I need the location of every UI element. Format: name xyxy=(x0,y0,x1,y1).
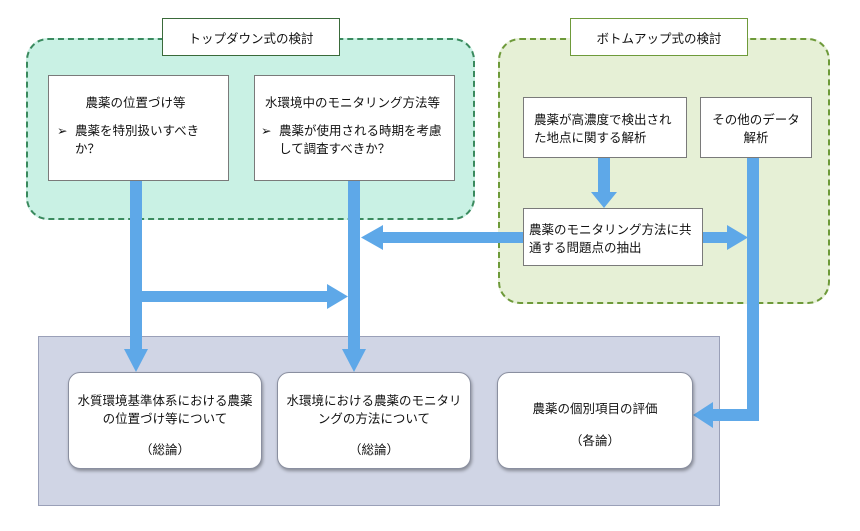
result-position-title: 水質環境基準体系における農薬の位置づけ等について xyxy=(77,393,253,426)
monitoring-method-box-bullet: ➢ 農薬が使用される時期を考慮して調査すべきか？ xyxy=(261,122,444,158)
bullet-arrow-icon: ➢ xyxy=(57,123,68,139)
arrow-left-to-middle xyxy=(142,291,328,302)
arrow-middle-down-head xyxy=(342,349,366,372)
result-monitoring-title: 水環境における農薬のモニタリングの方法について xyxy=(286,393,462,426)
high-concentration-analysis-box: 農薬が高濃度で検出された地点に関する解析 xyxy=(523,97,687,158)
arrow-analysis-down xyxy=(598,157,610,193)
bullet-arrow-icon: ➢ xyxy=(261,123,272,139)
monitoring-method-box: 水環境中のモニタリング方法等 ➢ 農薬が使用される時期を考慮して調査すべきか？ xyxy=(254,75,455,181)
bottom-up-tag: ボトムアップ式の検討 xyxy=(570,18,748,56)
monitoring-method-box-bullet-text: 農薬が使用される時期を考慮して調査すべきか？ xyxy=(279,123,442,157)
arrow-extract-left-head xyxy=(361,225,383,250)
result-position-general: 水質環境基準体系における農薬の位置づけ等について （総論） xyxy=(68,372,262,469)
arrow-extract-right xyxy=(702,232,728,243)
arrow-left-down xyxy=(130,180,142,350)
top-down-tag: トップダウン式の検討 xyxy=(162,18,340,56)
arrow-right-left-head xyxy=(693,402,713,428)
result-individual-items: 農薬の個別項目の評価 （各論） xyxy=(497,372,693,469)
position-box-bullet: ➢ 農薬を特別扱いすべきか？ xyxy=(57,122,214,158)
other-data-analysis-box: その他のデータ解析 xyxy=(700,97,812,158)
result-monitoring-note: （総論） xyxy=(348,442,399,457)
monitoring-method-box-title: 水環境中のモニタリング方法等 xyxy=(264,95,440,110)
result-monitoring-general: 水環境における農薬のモニタリングの方法について （総論） xyxy=(277,372,471,469)
arrow-extract-left xyxy=(382,232,524,243)
position-box-title: 農薬の位置づけ等 xyxy=(85,95,186,110)
arrow-analysis-down-head xyxy=(591,192,617,208)
arrow-right-down xyxy=(747,157,759,421)
position-box: 農薬の位置づけ等 ➢ 農薬を特別扱いすべきか？ xyxy=(48,75,229,181)
result-position-note: （総論） xyxy=(139,442,190,457)
arrow-left-to-middle-head xyxy=(327,284,348,309)
arrow-extract-right-head xyxy=(727,225,748,250)
result-individual-title: 農薬の個別項目の評価 xyxy=(532,401,658,416)
common-issues-extraction-box: 農薬のモニタリング方法に共通する問題点の抽出 xyxy=(523,208,703,266)
result-individual-note: （各論） xyxy=(569,432,620,448)
arrow-right-left xyxy=(712,409,759,421)
arrow-middle-down xyxy=(348,180,360,350)
arrow-left-down-head xyxy=(124,349,148,372)
position-box-bullet-text: 農薬を特別扱いすべきか？ xyxy=(75,123,200,157)
